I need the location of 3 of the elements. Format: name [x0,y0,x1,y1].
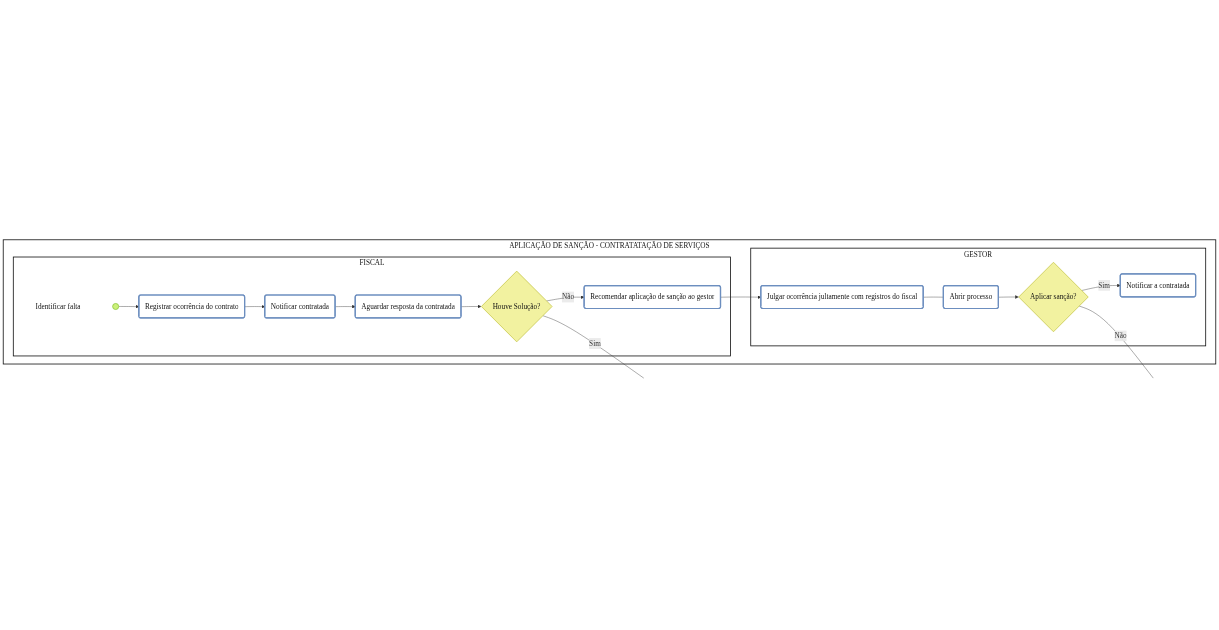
node-circle [112,303,120,310]
connector [1078,305,1154,379]
connector [542,315,644,379]
